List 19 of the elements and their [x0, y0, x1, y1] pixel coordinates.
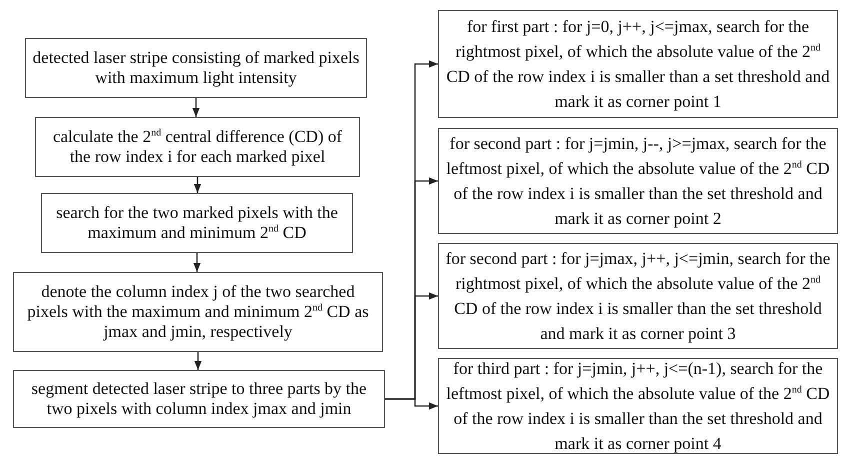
step-text: for first part : for j=0, j++, j<=jmax, search for the rightmost pixel, of which the absolute value of the 2$^{nd}$ CD of the row index i is smaller than a set threshold and mark it as corner point 1: [445, 16, 831, 113]
step-text: segment detected laser stripe to three parts by the two pixels with column index jmax and jmin: [30, 379, 368, 419]
step-text: calculate the 2$^{nd}$ central difference (CD) of the row index i for each marked pixel: [52, 127, 344, 167]
step-text: search for the two marked pixels with the maximum and minimum 2$^{nd}$ CD: [55, 203, 339, 243]
arrow: [192, 98, 200, 117]
arrow: [193, 253, 201, 272]
step-text: for third part : for j=jmin, j++, j<=(n-1), search for the leftmost pixel, of which the absolute value of the 2$^{nd}$ CD of the row index i is smaller than the set threshold and mark it as corner point 4: [445, 358, 831, 455]
process-box: [13, 370, 385, 428]
process-box: [13, 272, 383, 352]
step-text: detected laser stripe consisting of marked pixels with maximum light intensity: [32, 48, 360, 88]
step-text: for second part : for j=jmin, j--, j>=jmax, search for the leftmost pixel, of which the absolute value of the 2$^{nd}$ CD of the row index i is smaller than the set threshold and mark it as corner point 2: [445, 133, 831, 230]
process-box: [35, 117, 360, 177]
arrow: [194, 177, 202, 193]
process-box: [25, 38, 367, 98]
step-text: denote the column index j of the two searched pixels with the maximum and minimum 2$^{nd}$ CD as jmax and jmin, respectively: [26, 282, 370, 342]
arrow: [385, 398, 438, 410]
process-box: [41, 193, 353, 253]
arrow: [194, 352, 202, 370]
step-text: for second part : for j=jmax, j++, j<=jmin, search for the rightmost pixel, of which the absolute value of the 2$^{nd}$ CD of the row index i is smaller than the set threshold and mark it as corner point 3: [445, 248, 831, 345]
